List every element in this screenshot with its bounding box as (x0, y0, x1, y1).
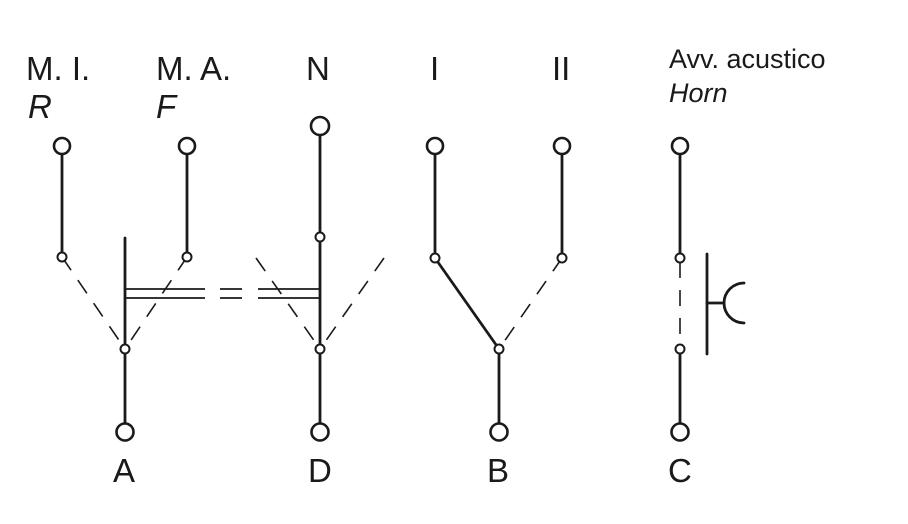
contact-ii-dashed (498, 257, 563, 350)
node-n-mid (314, 231, 326, 243)
pivot-node-d (314, 343, 326, 355)
contact-mi-dashed (61, 256, 126, 350)
switch-group-a (52, 136, 197, 442)
label-b: B (487, 452, 509, 489)
terminal-c (670, 422, 690, 442)
terminal-b (489, 422, 509, 442)
label-mi: M. I. (26, 50, 90, 87)
pivot-node-a (119, 343, 131, 355)
contact-node-i (429, 252, 441, 264)
switch-group-c (670, 136, 746, 442)
contact-node-horn-bottom (674, 343, 686, 355)
terminal-mi (52, 136, 72, 156)
label-ii: II (552, 50, 570, 87)
label-c: C (668, 452, 692, 489)
terminal-i (425, 136, 445, 156)
label-avv-acustico: Avv. acustico (669, 44, 826, 74)
contact-node-mi (56, 251, 68, 263)
terminal-ma (177, 136, 197, 156)
pivot-node-b (493, 343, 505, 355)
terminal-d (310, 422, 330, 442)
label-i: I (430, 50, 439, 87)
label-ma: M. A. (156, 50, 231, 87)
label-r: R (28, 88, 52, 125)
switch-group-d (255, 115, 385, 442)
label-horn: Horn (669, 78, 728, 108)
label-a: A (113, 452, 135, 489)
terminal-n (309, 115, 331, 137)
terminal-horn (670, 136, 690, 156)
contact-node-horn-top (674, 252, 686, 264)
contact-ma-dashed (124, 256, 188, 350)
contact-i-closed (433, 256, 501, 351)
terminal-a (115, 422, 135, 442)
push-button-icon (722, 281, 746, 325)
label-f: F (156, 88, 178, 125)
switch-group-b (425, 136, 572, 442)
contact-node-ii (556, 252, 568, 264)
contact-d-left-dashed (255, 257, 321, 350)
terminal-ii (552, 136, 572, 156)
label-n: N (306, 50, 330, 87)
label-d: D (308, 452, 332, 489)
contact-d-right-dashed (319, 257, 385, 350)
contact-node-ma (181, 251, 193, 263)
mechanical-linkage (125, 288, 320, 299)
